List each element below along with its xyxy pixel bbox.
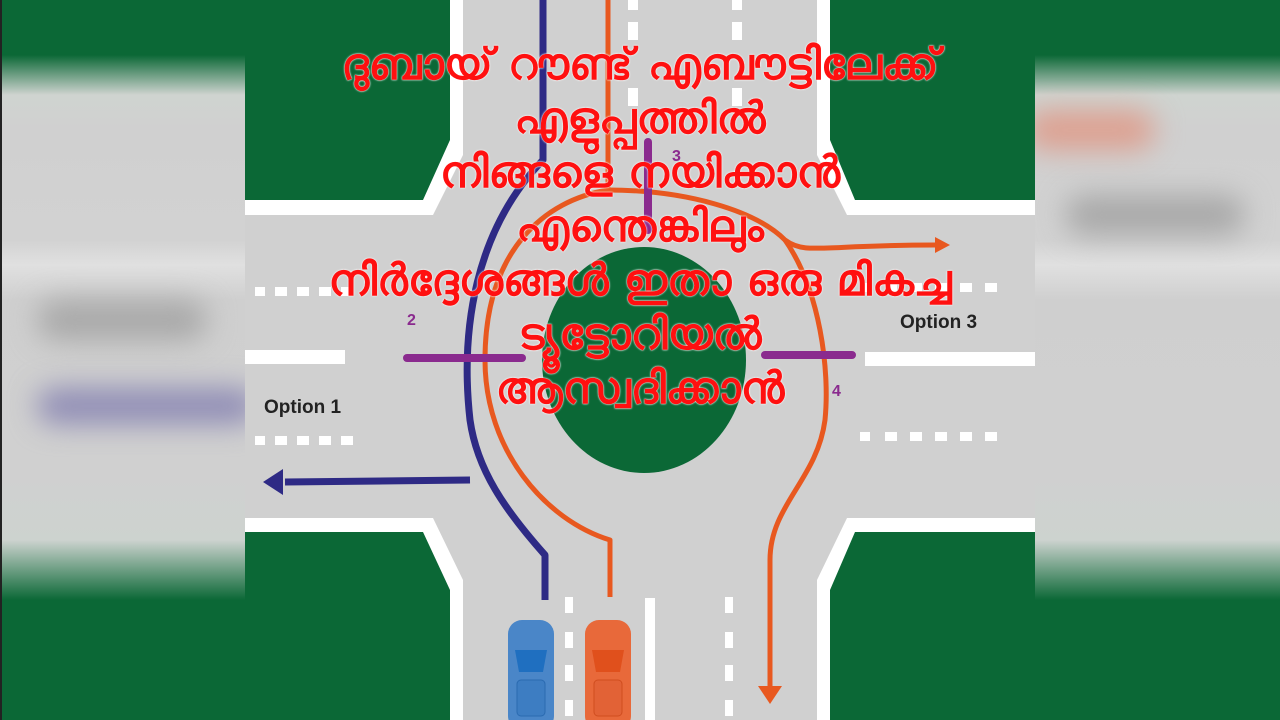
- exit-number-3-label: 3: [672, 148, 681, 165]
- caption-line-7: ആസ്വദിക്കാൻ: [495, 363, 785, 414]
- lane-markings-bottom: [565, 597, 733, 720]
- lane-markings-left: [245, 287, 353, 445]
- roundabout-central-island: [542, 247, 746, 473]
- orange-route-arrowhead-right: [935, 237, 950, 253]
- caption-line-4: എന്തെങ്കിലും: [516, 201, 764, 252]
- blurred-label-shadow: [37, 300, 207, 340]
- exit-number-2-label: 2: [407, 312, 416, 329]
- caption-overlay: ദുബായ് റൗണ്ട് എബൗട്ടിലേക്ക് എളുപ്പത്തിൽ …: [245, 38, 1035, 416]
- roundabout-diagram: Option 1 Option 3 2 3 4 ദുബായ് റൗണ്ട് എബ…: [245, 0, 1035, 720]
- blurred-side-panel-left: [0, 0, 247, 720]
- caption-line-2: എളുപ്പത്തിൽ: [514, 93, 766, 144]
- orange-car: [585, 620, 631, 720]
- option-1-label: Option 1: [264, 397, 342, 418]
- blurred-label-shadow: [1065, 195, 1245, 235]
- option-3-label: Option 3: [900, 312, 978, 333]
- blurred-blue-arrow: [37, 388, 247, 424]
- orange-route-arrowhead-down: [758, 686, 782, 704]
- caption-line-5: നിർദ്ദേശങ്ങൾ ഇതാ ഒരു മികച്ച: [328, 255, 952, 306]
- caption-line-6: ട്യൂട്ടോറിയൽ: [518, 309, 762, 360]
- blue-route-arrowhead: [263, 469, 283, 495]
- roundabout-illustration: [245, 0, 1035, 720]
- caption-line-1: ദുബായ് റൗണ്ട് എബൗട്ടിലേക്ക്: [341, 39, 939, 90]
- blurred-orange-arrow: [1035, 110, 1155, 150]
- lane-markings-right: [860, 283, 1035, 441]
- exit-number-4-label: 4: [832, 383, 841, 400]
- lane-markings-top: [628, 0, 742, 106]
- exit-markers: [403, 138, 856, 362]
- blue-car: [508, 620, 554, 720]
- blurred-side-panel-right: [1035, 0, 1280, 720]
- caption-line-3: നിങ്ങളെ നയിക്കാൻ: [439, 147, 841, 198]
- blue-route-path: [284, 0, 549, 600]
